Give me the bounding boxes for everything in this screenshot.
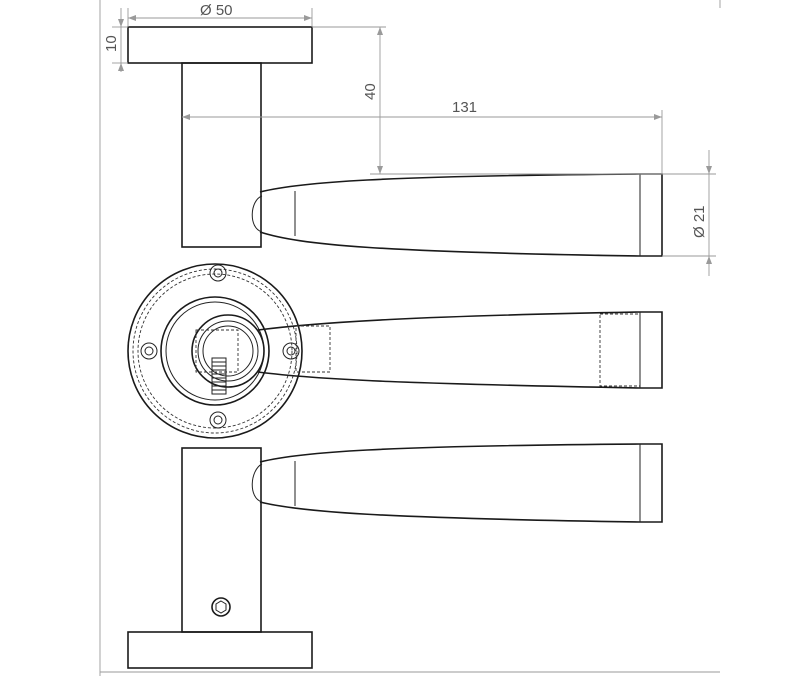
bottom-lever-body xyxy=(259,443,663,523)
lever-length-label: 131 xyxy=(452,99,477,116)
screw-hole xyxy=(140,342,158,360)
rose-outer-ring xyxy=(127,263,303,439)
dimension-rose-diameter: Ø 50 xyxy=(127,2,313,27)
bottom-neck xyxy=(181,447,262,633)
front-rose-view xyxy=(127,263,663,439)
front-lever-body xyxy=(257,311,663,389)
top-lever-body xyxy=(259,173,663,257)
grub-screw xyxy=(211,597,231,617)
dimension-projection: 40 xyxy=(312,26,662,175)
top-rose-plate xyxy=(127,26,313,64)
screw-hole xyxy=(282,342,300,360)
bottom-rose-plate xyxy=(127,631,313,669)
rose-inner-ring xyxy=(160,296,270,406)
dimension-rose-thickness: 10 xyxy=(103,8,128,72)
dimension-grip-diameter: Ø 21 xyxy=(662,150,716,276)
frame-lines xyxy=(99,0,721,676)
projection-label: 40 xyxy=(362,83,379,100)
bottom-side-view xyxy=(127,443,663,669)
dimension-lever-length: 131 xyxy=(182,99,663,174)
top-side-view xyxy=(127,26,663,257)
screw-hole xyxy=(209,264,227,282)
rose-diameter-label: Ø 50 xyxy=(200,2,233,19)
top-neck xyxy=(181,62,262,248)
screw-hole xyxy=(209,411,227,429)
rose-thickness-label: 10 xyxy=(103,35,120,52)
spindle-thread xyxy=(211,357,227,395)
grip-diameter-label: Ø 21 xyxy=(691,205,708,238)
